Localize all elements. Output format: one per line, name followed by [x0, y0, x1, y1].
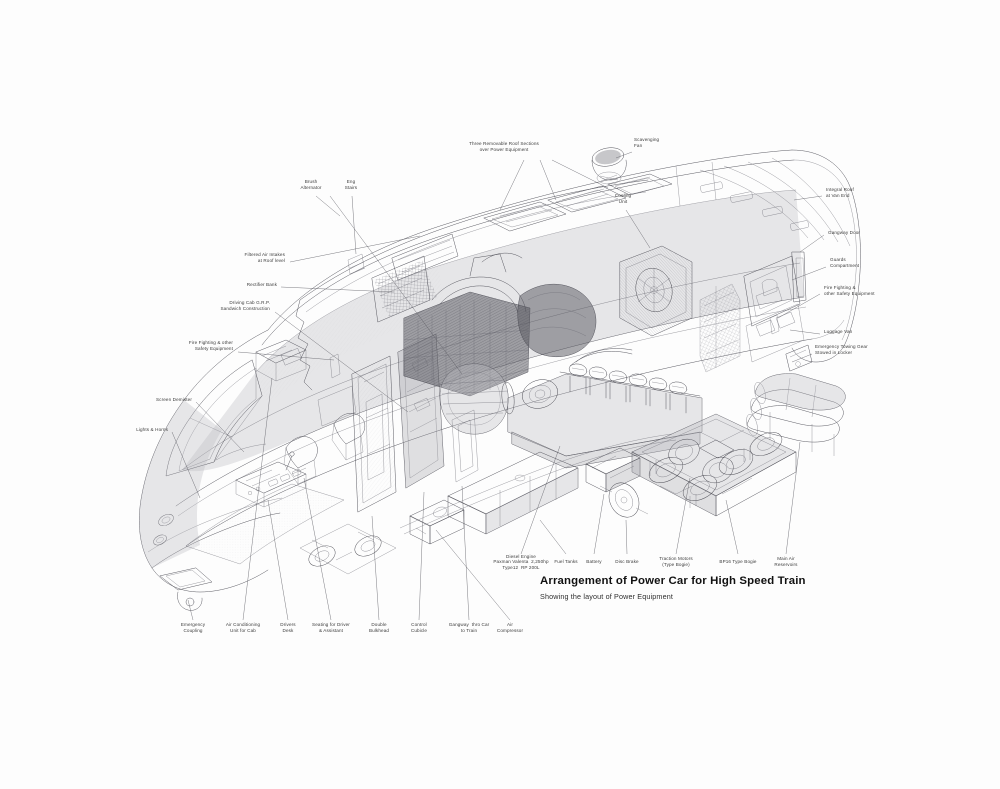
label-emergency-towing-gear: Emergency Towing Gear Stowed in Locker	[815, 344, 868, 355]
disc-brake	[599, 482, 649, 518]
label-control-cubicle: Control Cubicle	[410, 622, 428, 633]
emergency-towing-gear	[785, 344, 813, 372]
leader-lines	[171, 151, 827, 621]
engine-room-machinery	[347, 147, 741, 469]
label-lights-horns: Lights & Horns	[136, 427, 168, 433]
scavenging-fan	[591, 147, 627, 185]
label-roof-sections: Three Removable Roof Sections over Power…	[469, 141, 539, 152]
driver-seat	[283, 436, 318, 485]
diesel-engine	[507, 348, 703, 469]
label-emergency-coupling: Emergency Coupling	[180, 622, 206, 633]
label-fire-fighting-right: Fire Fighting & other Safety Equipment	[824, 285, 875, 296]
turbocharger	[522, 379, 558, 409]
label-luggage-van: Luggage Van	[824, 329, 853, 335]
label-integral-roof: Integral Roof at Van End	[826, 187, 854, 198]
label-drivers-desk: Drivers Desk	[280, 622, 296, 633]
cooler-group	[403, 291, 531, 397]
drivers-desk	[235, 451, 307, 508]
label-main-air-reservoirs: Main Air Reservoirs	[774, 556, 798, 567]
cooling-unit	[619, 245, 693, 337]
wheelsets	[648, 432, 783, 501]
label-screen-demister: Screen Demister	[155, 397, 192, 403]
page-title: Arrangement of Power Car for High Speed …	[540, 575, 806, 587]
brush-alternator	[439, 363, 515, 435]
guards-compartment	[743, 255, 801, 327]
label-disc-brake: Disc Brake	[615, 559, 639, 565]
label-fuel-tanks: Fuel Tanks	[554, 559, 578, 565]
eng-stairs	[347, 253, 366, 275]
label-double-bulkhead: Double Bulkhead	[368, 622, 390, 633]
bp16-bogie	[631, 413, 797, 517]
label-guards-compartment: Guards Compartment	[830, 257, 860, 268]
label-diesel-engine: Diesel Engine Paxman Valenta 2,250hp Typ…	[493, 553, 549, 570]
main-air-reservoirs	[746, 373, 846, 456]
label-air-conditioning-unit: Air Conditioning Unit for Cab	[225, 622, 261, 633]
label-seating-driver: Seating for Driver & Assistant	[312, 622, 350, 633]
fuel-tanks	[447, 451, 579, 535]
label-driving-cab-grp: Driving Cab G.R.P. Sandwich Construction	[220, 300, 270, 311]
label-air-compressor: Air Compressor	[496, 622, 524, 633]
cab-bogie	[299, 523, 397, 575]
filtered-air-intakes	[391, 233, 459, 281]
label-eng-stairs: Eng Stairs	[344, 179, 358, 190]
label-scavenging-fan: Scavenging Fan	[634, 137, 660, 148]
label-gangway-thro-car: Gangway thro Car to Train	[448, 622, 490, 633]
label-bp16-bogie: BP16 Type Bogie	[719, 559, 757, 565]
page-subtitle: Showing the layout of Power Equipment	[540, 592, 674, 601]
title-block: Arrangement of Power Car for High Speed …	[540, 575, 840, 601]
traction-motors	[668, 438, 734, 484]
label-traction-motors: Traction Motors (Type Bogie)	[659, 556, 693, 567]
label-fire-fighting-left: Fire Fighting & other Safety Equipment	[188, 340, 233, 351]
label-cooling-unit: Cooling Unit	[614, 193, 632, 204]
label-rectifier-bank: Rectifier Bank	[246, 282, 277, 288]
gangway-thro-car	[451, 409, 479, 483]
label-brush-alternator: Brush Alternator	[300, 179, 322, 190]
underframe-equipment	[399, 433, 677, 545]
label-filtered-air-intakes: Filtered Air Intakes at Roof level	[244, 252, 285, 263]
label-battery: Battery	[586, 559, 602, 565]
battery	[585, 447, 641, 493]
label-gangway-door: Gangway Door	[828, 230, 861, 236]
air-compressor	[409, 499, 465, 545]
